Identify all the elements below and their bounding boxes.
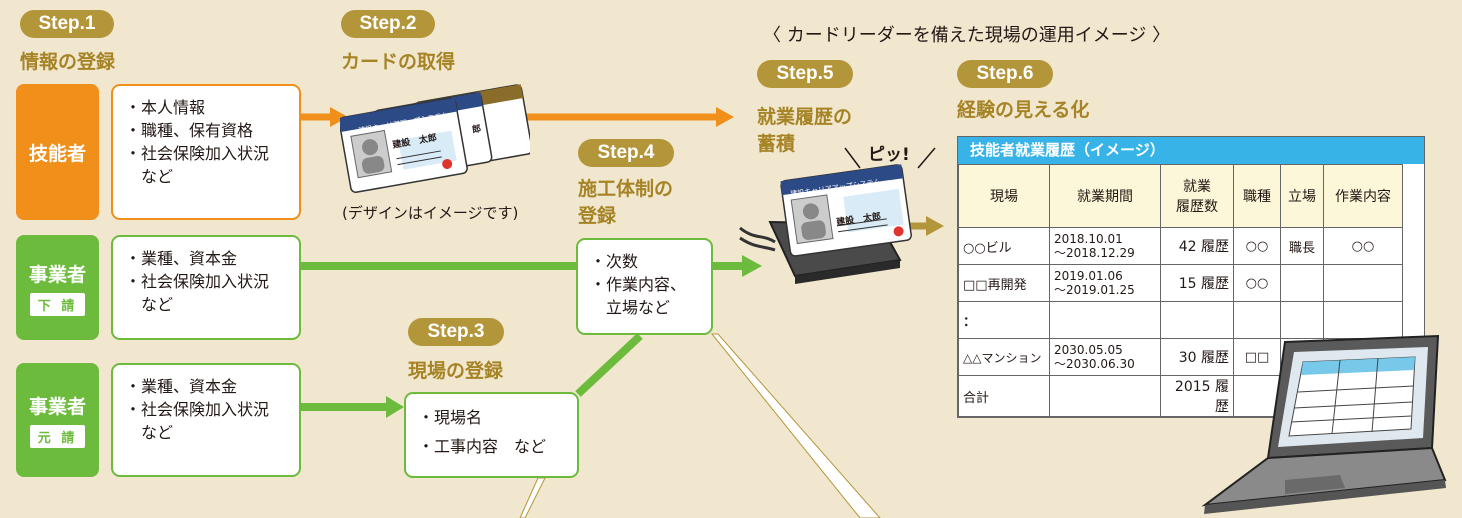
worker-info-line: ・職種、保有資格 — [125, 121, 254, 140]
diagram-caption: 〈 カードリーダーを備えた現場の運用イメージ 〉 — [763, 25, 1171, 46]
col-header: 立場 — [1280, 164, 1324, 228]
card-reader-illustration — [739, 164, 912, 284]
sub-info-box: ・業種、資本金 ・社会保険加入状況 など — [111, 235, 301, 340]
table-cell — [1049, 301, 1161, 339]
actor-sub-label: 事業者 — [28, 263, 86, 286]
table-cell: ： — [958, 301, 1050, 339]
table-cell: 2015 履歴 — [1160, 375, 1234, 417]
actor-prime-label: 事業者 — [28, 396, 86, 418]
table-cell: ○○ — [1233, 227, 1281, 265]
worker-info-line: ・社会保険加入状況 — [125, 144, 270, 163]
col-header: 作業内容 — [1323, 164, 1403, 228]
table-cell: 職長 — [1280, 227, 1324, 265]
table-header-row: 現場 就業期間 就業 履歴数 職種 立場 作業内容 — [958, 164, 1403, 228]
site-info-box: ・現場名 ・工事内容 など — [404, 392, 579, 478]
step1-pill: Step.1 — [20, 10, 114, 38]
actor-worker: 技能者 — [16, 84, 99, 220]
worker-info-box: ・本人情報 ・職種、保有資格 ・社会保険加入状況 など — [111, 84, 301, 220]
site-info-line: ・現場名 — [418, 408, 483, 427]
card-stack-illustration — [340, 84, 530, 193]
step4-pill: Step.4 — [578, 139, 674, 167]
table-cell — [1160, 301, 1234, 339]
table-cell — [1280, 264, 1324, 302]
table-cell — [1323, 301, 1403, 339]
table-cell: □□再開発 — [958, 264, 1050, 302]
step6-title: 経験の見える化 — [957, 99, 1090, 121]
table-cell: 15 履歴 — [1160, 264, 1234, 302]
system-info-line: 立場など — [590, 298, 671, 317]
step5-pill: Step.5 — [757, 60, 853, 88]
step5-title-line1: 就業履歴の — [757, 106, 853, 128]
actor-prime-tag: 元 請 — [29, 425, 86, 448]
table-cell — [1280, 301, 1324, 339]
actor-subcontractor: 事業者 下 請 — [16, 235, 99, 340]
step6-pill: Step.6 — [957, 60, 1053, 88]
system-info-line: ・次数 — [590, 252, 639, 271]
sub-info-line: など — [125, 295, 174, 314]
table-cell: □□ — [1233, 338, 1281, 376]
col-header: 就業 履歴数 — [1160, 164, 1234, 228]
beep-text: ピッ! — [868, 145, 910, 165]
system-info-line: ・作業内容、 — [590, 275, 687, 294]
card-design-note: (デザインはイメージです) — [342, 204, 519, 222]
table-cell: ○○ — [1233, 264, 1281, 302]
table-title: 技能者就業履歴（イメージ） — [958, 137, 1424, 164]
table-cell — [1049, 375, 1161, 417]
step3-pill: Step.3 — [408, 318, 504, 346]
actor-sub-tag: 下 請 — [29, 292, 86, 316]
prime-info-line: など — [125, 423, 174, 442]
prime-info-line: ・社会保険加入状況 — [125, 400, 270, 419]
step2-title: カードの取得 — [341, 51, 456, 73]
table-row: □□再開発 2019.01.06 ～2019.01.25 15 履歴 ○○ — [958, 264, 1403, 302]
table-cell: 2018.10.01 ～2018.12.29 — [1049, 227, 1161, 265]
sub-info-line: ・業種、資本金 — [125, 249, 238, 268]
col-header: 職種 — [1233, 164, 1281, 228]
table-row: ： — [958, 301, 1403, 339]
site-info-line: ・工事内容 など — [418, 437, 547, 456]
step2-pill: Step.2 — [341, 10, 435, 38]
table-cell: ○○ビル — [958, 227, 1050, 265]
table-cell — [1233, 301, 1281, 339]
table-cell: 30 履歴 — [1160, 338, 1234, 376]
table-cell: 2030.05.05 ～2030.06.30 — [1049, 338, 1161, 376]
prime-info-box: ・業種、資本金 ・社会保険加入状況 など — [111, 363, 301, 477]
system-info-box: ・次数 ・作業内容、 立場など — [576, 238, 713, 335]
table-cell — [1323, 264, 1403, 302]
sub-info-line: ・社会保険加入状況 — [125, 272, 270, 291]
prime-info-line: ・業種、資本金 — [125, 377, 238, 396]
step4-title-line1: 施工体制の — [578, 178, 674, 200]
col-header: 就業期間 — [1049, 164, 1161, 228]
worker-info-line: ・本人情報 — [125, 98, 206, 117]
laptop-illustration — [1201, 334, 1447, 514]
step3-title: 現場の登録 — [408, 360, 504, 382]
step4-title-line2: 登録 — [578, 205, 617, 227]
table-cell: 42 履歴 — [1160, 227, 1234, 265]
actor-prime-contractor: 事業者 元 請 — [16, 363, 99, 477]
table-cell: ○○ — [1323, 227, 1403, 265]
step1-title: 情報の登録 — [20, 51, 116, 73]
col-header: 現場 — [958, 164, 1050, 228]
table-cell: 2019.01.06 ～2019.01.25 — [1049, 264, 1161, 302]
table-row: ○○ビル 2018.10.01 ～2018.12.29 42 履歴 ○○ 職長 … — [958, 227, 1403, 265]
actor-worker-label: 技能者 — [28, 142, 86, 165]
table-cell: 合計 — [958, 375, 1050, 417]
step5-title-line2: 蓄積 — [757, 133, 796, 155]
worker-info-line: など — [125, 167, 174, 186]
table-cell: △△マンション — [958, 338, 1050, 376]
